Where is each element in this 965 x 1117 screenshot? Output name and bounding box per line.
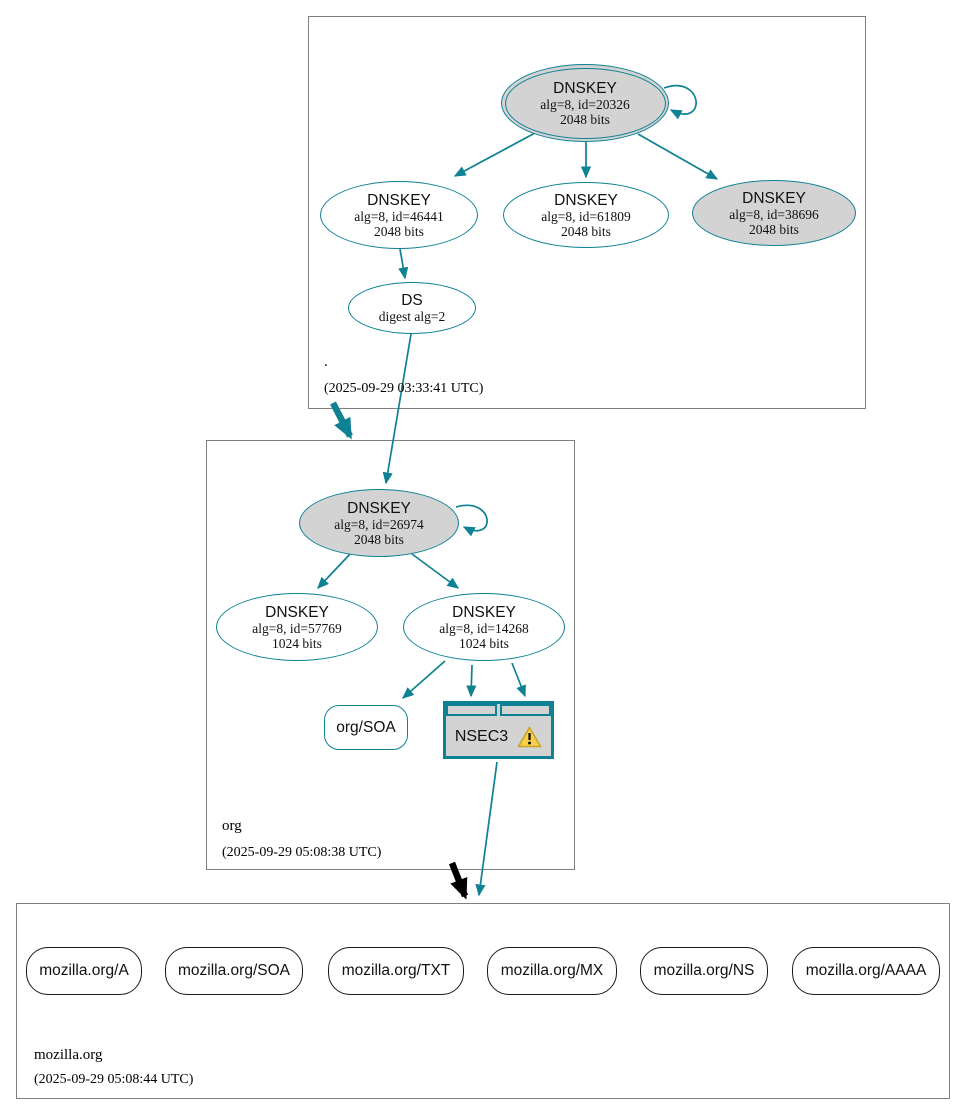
- zone-timestamp-mozilla: (2025-09-29 05:08:44 UTC): [34, 1072, 194, 1087]
- rrset-node-mozilla-ns[interactable]: mozilla.org/NS: [640, 947, 768, 995]
- warning-icon: [517, 726, 542, 748]
- edge-key14268-to-nsec3-left: [466, 664, 477, 698]
- edge-ksk20326-to-key46441: [453, 132, 536, 177]
- dnskey-node-57769[interactable]: DNSKEY alg=8, id=57769 1024 bits: [216, 593, 378, 661]
- edge-key14268-to-orgsoa: [401, 660, 446, 699]
- delegation-arrow-root-to-org: [330, 401, 353, 440]
- edge-ksk26974-self-loop: [455, 504, 488, 537]
- nsec3-cell-right: [500, 704, 551, 716]
- dnskey-node-61809[interactable]: DNSKEY alg=8, id=61809 2048 bits: [503, 182, 669, 248]
- dnskey-node-26974-ksk[interactable]: DNSKEY alg=8, id=26974 2048 bits: [299, 489, 459, 557]
- zone-name-root: .: [324, 354, 328, 370]
- zone-timestamp-org: (2025-09-29 05:08:38 UTC): [222, 845, 382, 860]
- nsec3-cell-left: [446, 704, 497, 716]
- ds-node[interactable]: DS digest alg=2: [348, 282, 476, 334]
- edge-ksk26974-to-key14268: [411, 553, 460, 589]
- zone-timestamp-root: (2025-09-29 03:33:41 UTC): [324, 381, 484, 396]
- nsec3-header-cells: [446, 704, 551, 716]
- edge-ds-to-ksk26974: [382, 333, 412, 485]
- zone-box-mozilla: [16, 903, 950, 1099]
- edge-key46441-to-ds: [398, 248, 409, 280]
- rrset-node-mozilla-aaaa[interactable]: mozilla.org/AAAA: [792, 947, 940, 995]
- zone-name-org: org: [222, 818, 242, 834]
- dnskey-node-20326-ksk[interactable]: DNSKEY alg=8, id=20326 2048 bits: [501, 64, 669, 142]
- rrset-node-mozilla-mx[interactable]: mozilla.org/MX: [487, 947, 617, 995]
- rrset-node-mozilla-txt[interactable]: mozilla.org/TXT: [328, 947, 464, 995]
- nsec3-node[interactable]: NSEC3: [443, 701, 554, 759]
- dnskey-node-46441[interactable]: DNSKEY alg=8, id=46441 2048 bits: [320, 181, 478, 249]
- rrset-node-org-soa[interactable]: org/SOA: [324, 705, 408, 750]
- dnskey-node-38696[interactable]: DNSKEY alg=8, id=38696 2048 bits: [692, 180, 856, 246]
- edge-key14268-to-nsec3-right: [511, 662, 526, 698]
- edge-ksk26974-to-key57769: [317, 553, 351, 589]
- rrset-node-mozilla-a[interactable]: mozilla.org/A: [26, 947, 142, 995]
- rrset-node-mozilla-soa[interactable]: mozilla.org/SOA: [165, 947, 303, 995]
- delegation-arrow-org-to-mozilla: [448, 861, 469, 900]
- edge-ksk20326-self-loop: [663, 85, 697, 120]
- edge-nsec3-to-mozilla-zone: [475, 761, 498, 897]
- zone-name-mozilla: mozilla.org: [34, 1047, 103, 1063]
- edge-ksk20326-to-key38696: [637, 133, 719, 180]
- dnskey-node-14268[interactable]: DNSKEY alg=8, id=14268 1024 bits: [403, 593, 565, 661]
